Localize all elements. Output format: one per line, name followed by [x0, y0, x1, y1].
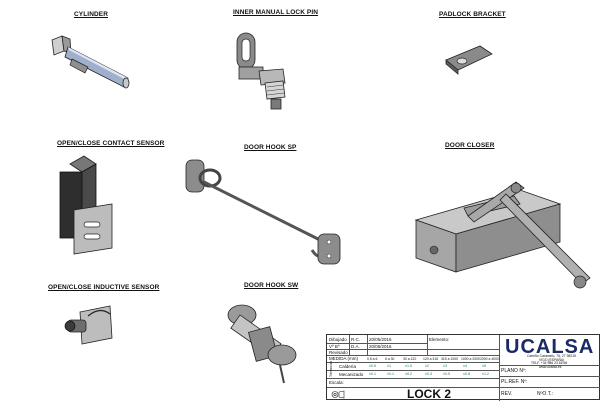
tol-header-0: 0,5 a 6 — [367, 357, 378, 361]
label-inner-manual-lock-pin: INNER MANUAL LOCK PIN — [233, 9, 319, 16]
cal-val-1: ±1 — [387, 364, 391, 368]
mec-val-5: ±0.8 — [463, 372, 470, 376]
tol-header-6: 2000 a 4000 — [480, 357, 499, 361]
tol-header-4: 315 a 1000 — [441, 357, 458, 361]
company-phone: TELF. +34 986 23 66 66 — [531, 361, 568, 365]
vb-label: Vº Bº — [329, 344, 340, 349]
plref-label: PL.REF. Nº: — [501, 379, 528, 385]
cal-val-4: ±3 — [443, 364, 447, 368]
company-logo: UCALSA — [505, 336, 595, 358]
label-open-close-inductive-sensor: OPEN/CLOSE INDUCTIVE SENSOR — [48, 284, 160, 291]
mec-val-2: ±0.2 — [405, 372, 412, 376]
projection-symbol-icon — [331, 390, 345, 399]
cal-val-6: ±5 — [482, 364, 486, 368]
mec-val-6: ±1.2 — [482, 372, 489, 376]
label-cylinder: CYLINDER — [74, 11, 109, 18]
medida-label: MEDIDA (mm) — [329, 356, 358, 361]
vb-initials: D.A. — [351, 344, 360, 349]
contact-sensor-drawing — [59, 155, 113, 255]
tolerancias-label: Tolerancias — [329, 360, 333, 377]
title-block: Dibujado R.C. 20/05/2016 Vº Bº D.A. 20/0… — [326, 334, 600, 401]
inner-manual-lock-pin-drawing — [236, 32, 286, 110]
plano-label: PLANO Nº: — [501, 368, 527, 374]
vb-date: 20/05/2016 — [369, 344, 392, 349]
company-web: www.ucalsa.es — [539, 364, 562, 369]
tol-header-3: 120 a 315 — [423, 357, 439, 361]
mec-val-3: ±0.3 — [425, 372, 432, 376]
escala-label: Escala: — [329, 380, 344, 385]
label-padlock-bracket: PADLOCK BRACKET — [439, 11, 506, 18]
label-door-closer: DOOR CLOSER — [445, 142, 495, 149]
cal-val-3: ±2 — [425, 364, 429, 368]
elemento-label: Elemento: — [429, 337, 450, 342]
label-open-close-contact-sensor: OPEN/CLOSE CONTACT SENSOR — [57, 140, 165, 147]
caldereria-label: Caldería — [339, 364, 357, 369]
door-hook-sw-drawing — [227, 304, 297, 384]
label-door-hook-sw: DOOR HOOK SW — [244, 282, 299, 289]
dibujado-label: Dibujado — [329, 337, 347, 342]
door-closer-drawing — [414, 181, 591, 289]
door-hook-sp-drawing — [185, 159, 341, 265]
drawing-title: LOCK 2 — [407, 387, 452, 401]
tol-header-5: 1000 a 2000 — [461, 357, 480, 361]
cal-val-5: ±4 — [463, 364, 467, 368]
dibujado-date: 20/05/2016 — [369, 337, 392, 342]
revisado-label: Revisado — [329, 350, 348, 355]
cal-val-0: ±0.5 — [369, 364, 376, 368]
mecanizado-label: Mecanizado — [339, 372, 364, 377]
dibujado-initials: R.C. — [351, 337, 360, 342]
not-label: NºO.T.: — [537, 391, 553, 397]
mec-val-0: ±0.1 — [369, 372, 376, 376]
tol-header-1: 6 a 30 — [385, 357, 395, 361]
cal-val-2: ±1.5 — [405, 364, 412, 368]
label-door-hook-sp: DOOR HOOK SP — [244, 144, 297, 151]
inductive-sensor-drawing — [64, 305, 113, 345]
cylinder-drawing — [51, 35, 130, 89]
company-address-2: VIGO (ESPAÑA) — [539, 357, 565, 362]
padlock-bracket-drawing — [445, 45, 493, 75]
mec-val-1: ±0.1 — [387, 372, 394, 376]
mec-val-4: ±0.5 — [443, 372, 450, 376]
tol-header-2: 30 a 120 — [403, 357, 417, 361]
company-address-1: Camiño Caramelo, 75, 27 98215 — [527, 354, 577, 358]
rev-label: REV. — [501, 391, 513, 397]
